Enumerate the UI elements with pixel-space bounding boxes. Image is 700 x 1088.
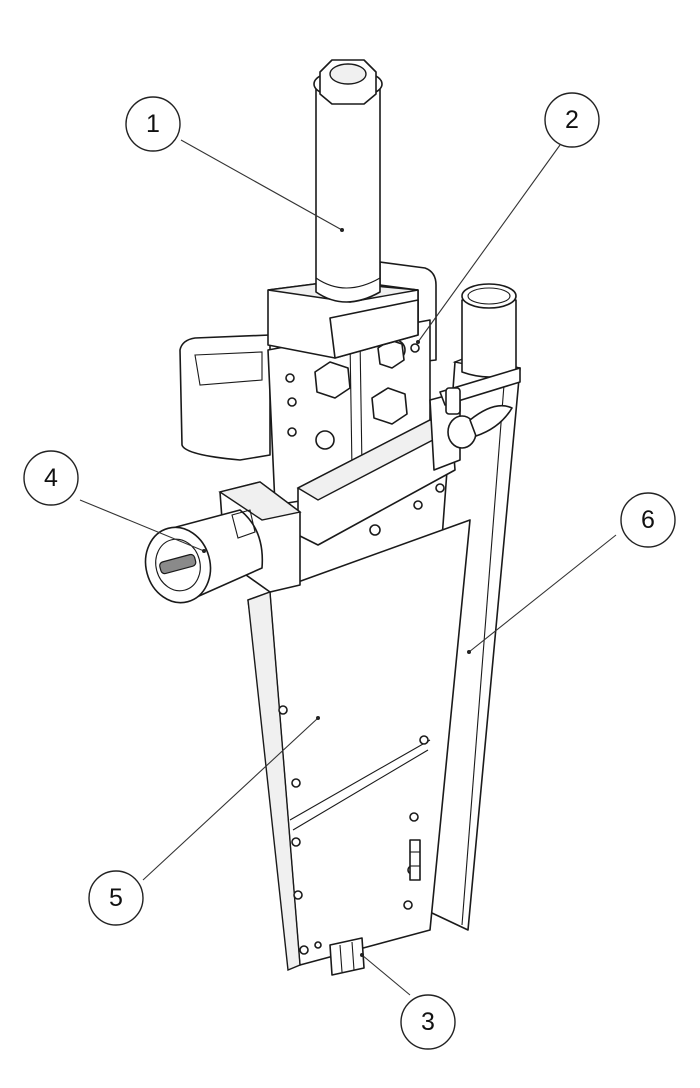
callout-2: 2 <box>544 92 600 148</box>
callout-leaders <box>79 139 617 996</box>
leader-dot-5 <box>316 716 320 720</box>
leader-dot-3 <box>360 953 364 957</box>
leader-dot-2 <box>416 340 420 344</box>
leader-dot-6 <box>467 650 471 654</box>
hex-bolts <box>314 339 408 425</box>
callout-label-1: 1 <box>146 110 160 138</box>
leader-dot-1 <box>340 228 344 232</box>
callout-4: 4 <box>23 450 79 506</box>
callout-6: 6 <box>620 492 676 548</box>
leader-4 <box>79 499 205 552</box>
callout-label-4: 4 <box>44 464 58 492</box>
top-cylinder <box>267 59 419 359</box>
left-knob <box>144 481 302 604</box>
callout-label-5: 5 <box>109 884 123 912</box>
bottom-connector <box>329 937 365 976</box>
leader-5 <box>142 717 319 881</box>
leader-1 <box>180 139 343 231</box>
callout-3: 3 <box>400 994 456 1050</box>
leader-3 <box>361 954 411 996</box>
leader-2 <box>417 144 561 343</box>
leader-6 <box>468 534 617 653</box>
callout-label-3: 3 <box>421 1008 435 1036</box>
callout-label-2: 2 <box>565 106 579 134</box>
callout-5: 5 <box>88 870 144 926</box>
wing-knob <box>445 387 513 449</box>
leader-dot-4 <box>202 549 206 553</box>
callout-label-6: 6 <box>641 506 655 534</box>
callout-1: 1 <box>125 96 181 152</box>
main-housing <box>247 483 471 972</box>
right-tube <box>461 283 517 378</box>
